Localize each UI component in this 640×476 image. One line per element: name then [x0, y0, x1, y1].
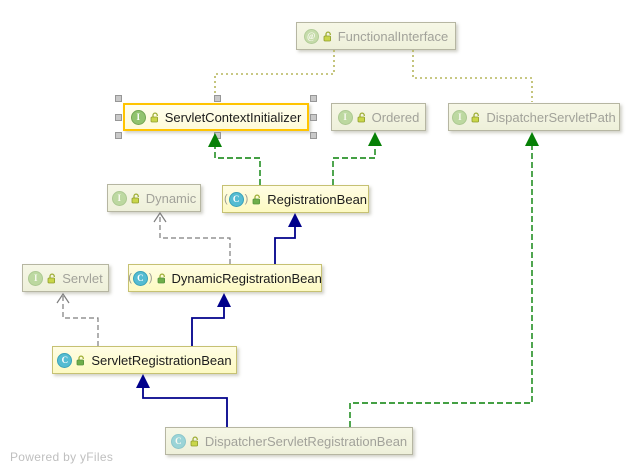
edge-extends-srb-dynrb [191, 307, 225, 346]
node-label: Ordered [371, 109, 420, 125]
lock-icon [150, 111, 160, 123]
lock-icon [252, 193, 262, 205]
node-dispatcher-servlet-path[interactable]: I DispatcherServletPath [448, 103, 620, 131]
interface-icon: I [452, 109, 468, 125]
node-label: DispatcherServletRegistrationBean [204, 433, 408, 449]
lock-icon [323, 30, 333, 42]
abstract-class-icon: C [224, 191, 248, 207]
node-registration-bean[interactable]: C RegistrationBean [222, 185, 369, 213]
lock-icon [157, 272, 167, 284]
lock-icon [190, 435, 200, 447]
edge-implements-srb-servlet [62, 296, 99, 346]
node-label: Dynamic [145, 190, 197, 206]
selection-handle[interactable] [310, 95, 317, 102]
lock-icon [131, 192, 141, 204]
lock-icon [471, 111, 481, 123]
class-icon: C [170, 433, 186, 449]
edge-annotation-dsp [412, 50, 533, 102]
selection-handle[interactable] [115, 132, 122, 139]
node-functional-interface[interactable]: @ FunctionalInterface [296, 22, 456, 50]
node-servlet[interactable]: I Servlet [22, 264, 109, 292]
node-label: ServletRegistrationBean [91, 352, 232, 368]
node-servlet-registration-bean[interactable]: C ServletRegistrationBean [52, 346, 237, 374]
edge-extends-dynrb-registrationbean [274, 227, 296, 264]
edge-implements-dsrb-dispatcherservletpath [349, 146, 533, 427]
node-servlet-context-initializer[interactable]: I ServletContextInitializer [115, 95, 317, 139]
yfiles-watermark: Powered by yFiles [10, 450, 114, 464]
node-label: RegistrationBean [267, 191, 368, 207]
interface-icon: I [111, 190, 127, 206]
node-label: DynamicRegistrationBean [171, 270, 322, 286]
lock-icon [357, 111, 367, 123]
node-label: Servlet [62, 270, 103, 286]
node-dynamic-registration-bean[interactable]: C DynamicRegistrationBean [128, 264, 322, 292]
node-label: FunctionalInterface [337, 28, 449, 44]
selection-handle[interactable] [310, 132, 317, 139]
selection-handle[interactable] [214, 95, 221, 102]
selection-handle[interactable] [310, 114, 317, 121]
selection-handle[interactable] [115, 95, 122, 102]
class-icon: C [57, 352, 73, 368]
edge-annotation-sci [214, 50, 335, 95]
node-dispatcher-servlet-registration-bean[interactable]: C DispatcherServletRegistrationBean [165, 427, 413, 455]
interface-icon: I [130, 109, 146, 125]
node-label: DispatcherServletPath [486, 109, 616, 125]
edge-extends-dsrb-srb [142, 388, 228, 427]
interface-icon: I [28, 270, 44, 286]
lock-icon [47, 272, 57, 284]
edge-implements-registrationbean-sci [214, 147, 261, 185]
interface-icon: I [337, 109, 353, 125]
selection-handle[interactable] [214, 132, 221, 139]
lock-icon [76, 354, 86, 366]
node-ordered[interactable]: I Ordered [331, 103, 426, 131]
abstract-class-icon: C [128, 270, 152, 286]
edge-implements-registrationbean-ordered [332, 146, 376, 185]
node-dynamic[interactable]: I Dynamic [107, 184, 201, 212]
edge-implements-dynrb-dynamic [159, 215, 231, 264]
annotation-icon: @ [303, 28, 319, 44]
node-label: ServletContextInitializer [164, 109, 302, 125]
selection-handle[interactable] [115, 114, 122, 121]
